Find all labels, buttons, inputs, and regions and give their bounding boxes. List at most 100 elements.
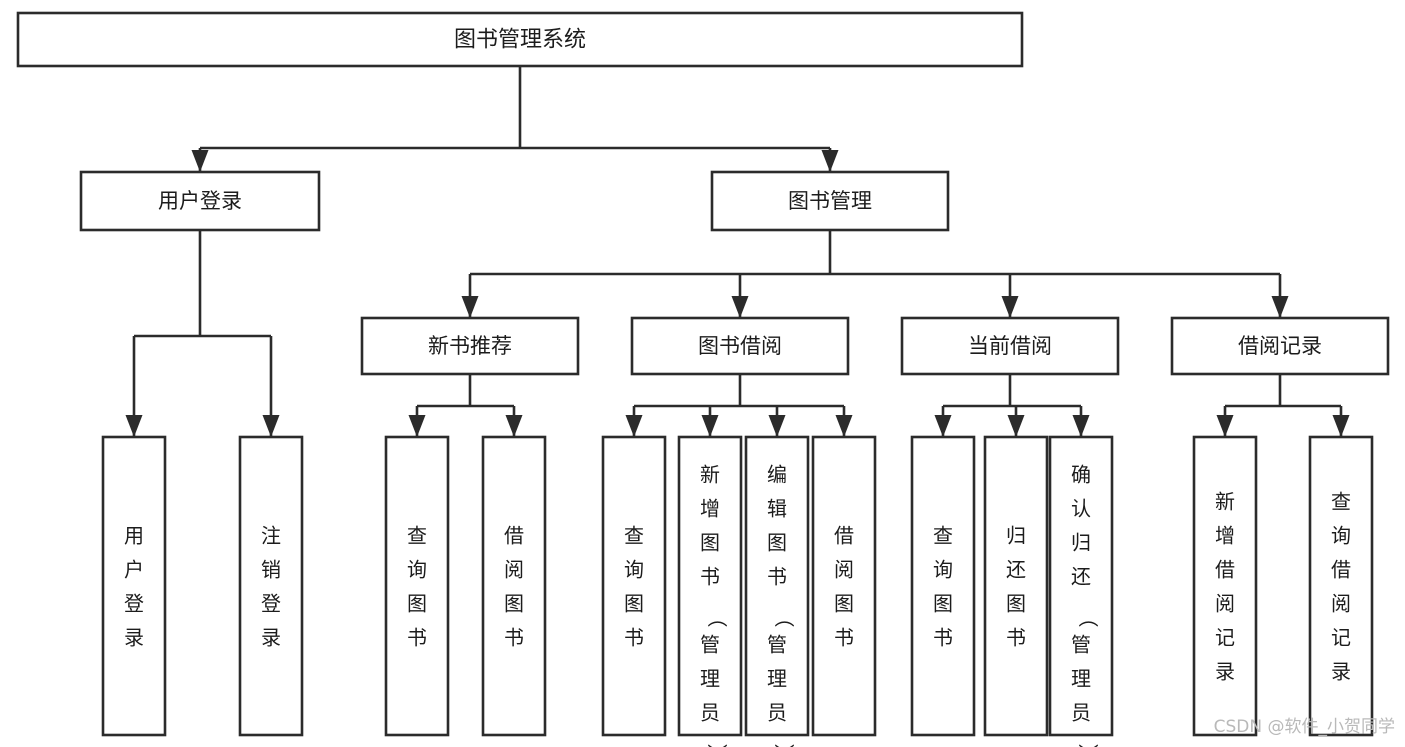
node-label-char: 询 bbox=[407, 557, 427, 581]
node-label-char: 图 bbox=[933, 591, 953, 615]
arrow-icon-leaf-query-book-borrow bbox=[625, 415, 643, 437]
node-label-char: 归 bbox=[1006, 523, 1026, 547]
node-leaf-user-login[interactable]: 用户登录 bbox=[101, 435, 167, 737]
node-box-leaf-logout bbox=[238, 435, 304, 737]
node-label-char: 查 bbox=[933, 523, 953, 547]
node-label-char: ） bbox=[1076, 743, 1100, 747]
node-box-user-login bbox=[79, 170, 321, 232]
node-label-char: 户 bbox=[124, 557, 144, 581]
node-label-char: 图 bbox=[504, 591, 524, 615]
arrow-icon-borrow-record bbox=[1271, 296, 1289, 318]
node-box-leaf-confirm-return bbox=[1048, 435, 1114, 737]
node-user-login[interactable]: 用户登录 bbox=[79, 170, 321, 232]
node-label-char: 书 bbox=[1006, 625, 1026, 649]
node-label-char: 新 bbox=[700, 462, 720, 486]
node-label-char: 录 bbox=[124, 625, 144, 649]
node-label-char: 阅 bbox=[1215, 591, 1235, 615]
node-borrow-record[interactable]: 借阅记录 bbox=[1170, 316, 1390, 376]
node-label-char: 还 bbox=[1071, 564, 1091, 588]
node-label-char: 书 bbox=[700, 564, 720, 588]
node-box-leaf-borrow-book-rec bbox=[481, 435, 547, 737]
node-label-book-borrow: 图书借阅 bbox=[698, 334, 782, 358]
node-box-leaf-user-login bbox=[101, 435, 167, 737]
node-layer: 图书管理系统用户登录图书管理新书推荐图书借阅当前借阅借阅记录用户登录注销登录查询… bbox=[16, 11, 1390, 747]
node-label-current-borrow: 当前借阅 bbox=[968, 334, 1052, 358]
node-label-char: 录 bbox=[1331, 659, 1351, 683]
node-label-char: 员 bbox=[767, 700, 787, 724]
node-label-char: 询 bbox=[1331, 523, 1351, 547]
arrow-icon-leaf-add-book bbox=[701, 415, 719, 437]
node-label-char: ） bbox=[705, 743, 729, 747]
node-label-char: 登 bbox=[124, 591, 144, 615]
node-label-char: 图 bbox=[700, 530, 720, 554]
node-label-char: 询 bbox=[624, 557, 644, 581]
node-label-char: （ bbox=[705, 607, 729, 627]
node-box-leaf-edit-book bbox=[744, 435, 810, 737]
node-label-char: 管 bbox=[1071, 632, 1091, 656]
node-label-char: 管 bbox=[767, 632, 787, 656]
node-label-char: 图 bbox=[767, 530, 787, 554]
node-label-char: 书 bbox=[767, 564, 787, 588]
node-label-borrow-record: 借阅记录 bbox=[1238, 334, 1322, 358]
node-label-char: 书 bbox=[933, 625, 953, 649]
node-label-book-manage: 图书管理 bbox=[788, 189, 872, 213]
node-book-manage[interactable]: 图书管理 bbox=[710, 170, 950, 232]
node-new-book-rec[interactable]: 新书推荐 bbox=[360, 316, 580, 376]
node-label-char: 图 bbox=[407, 591, 427, 615]
node-label-char: 增 bbox=[1215, 523, 1235, 547]
node-label-char: 确 bbox=[1071, 462, 1091, 486]
node-label-char: 阅 bbox=[834, 557, 854, 581]
arrow-icon-leaf-add-record bbox=[1216, 415, 1234, 437]
arrow-icon-leaf-user-login bbox=[125, 415, 143, 437]
node-label-char: 登 bbox=[261, 591, 281, 615]
node-box-new-book-rec bbox=[360, 316, 580, 376]
arrow-icon-current-borrow bbox=[1001, 296, 1019, 318]
node-label-char: 图 bbox=[1006, 591, 1026, 615]
csdn-watermark: CSDN @软件_小贺同学 bbox=[1214, 717, 1395, 737]
node-label-char: 录 bbox=[261, 625, 281, 649]
node-label-char: 阅 bbox=[1331, 591, 1351, 615]
node-label-char: 员 bbox=[1071, 700, 1091, 724]
arrow-icon-leaf-edit-book bbox=[768, 415, 786, 437]
node-label-char: 销 bbox=[261, 557, 281, 581]
node-label-char: 辑 bbox=[767, 496, 787, 520]
node-label-char: 归 bbox=[1071, 530, 1091, 554]
node-label-char: 理 bbox=[700, 666, 720, 690]
node-label-char: 认 bbox=[1071, 496, 1091, 520]
arrow-icon-leaf-confirm-return bbox=[1072, 415, 1090, 437]
node-box-leaf-add-book bbox=[677, 435, 743, 737]
node-label-char: （ bbox=[1076, 607, 1100, 627]
node-box-book-manage bbox=[710, 170, 950, 232]
arrow-icon-leaf-query-book-cur bbox=[934, 415, 952, 437]
arrow-icon-book-borrow bbox=[731, 296, 749, 318]
node-box-leaf-query-record bbox=[1308, 435, 1374, 737]
arrow-icon-leaf-logout bbox=[262, 415, 280, 437]
node-book-borrow[interactable]: 图书借阅 bbox=[630, 316, 850, 376]
node-label-char: 书 bbox=[504, 625, 524, 649]
node-box-current-borrow bbox=[900, 316, 1120, 376]
node-label-user-login: 用户登录 bbox=[158, 189, 242, 213]
node-current-borrow[interactable]: 当前借阅 bbox=[900, 316, 1120, 376]
node-label-char: 增 bbox=[700, 496, 720, 520]
node-box-root bbox=[16, 11, 1024, 68]
node-label-char: 管 bbox=[700, 632, 720, 656]
node-label-char: 录 bbox=[1215, 659, 1235, 683]
node-root[interactable]: 图书管理系统 bbox=[16, 11, 1024, 68]
node-label-char: 新 bbox=[1215, 489, 1235, 513]
node-label-new-book-rec: 新书推荐 bbox=[428, 334, 512, 358]
arrow-icon-leaf-return-book bbox=[1007, 415, 1025, 437]
arrow-icon-leaf-borrow-book bbox=[835, 415, 853, 437]
